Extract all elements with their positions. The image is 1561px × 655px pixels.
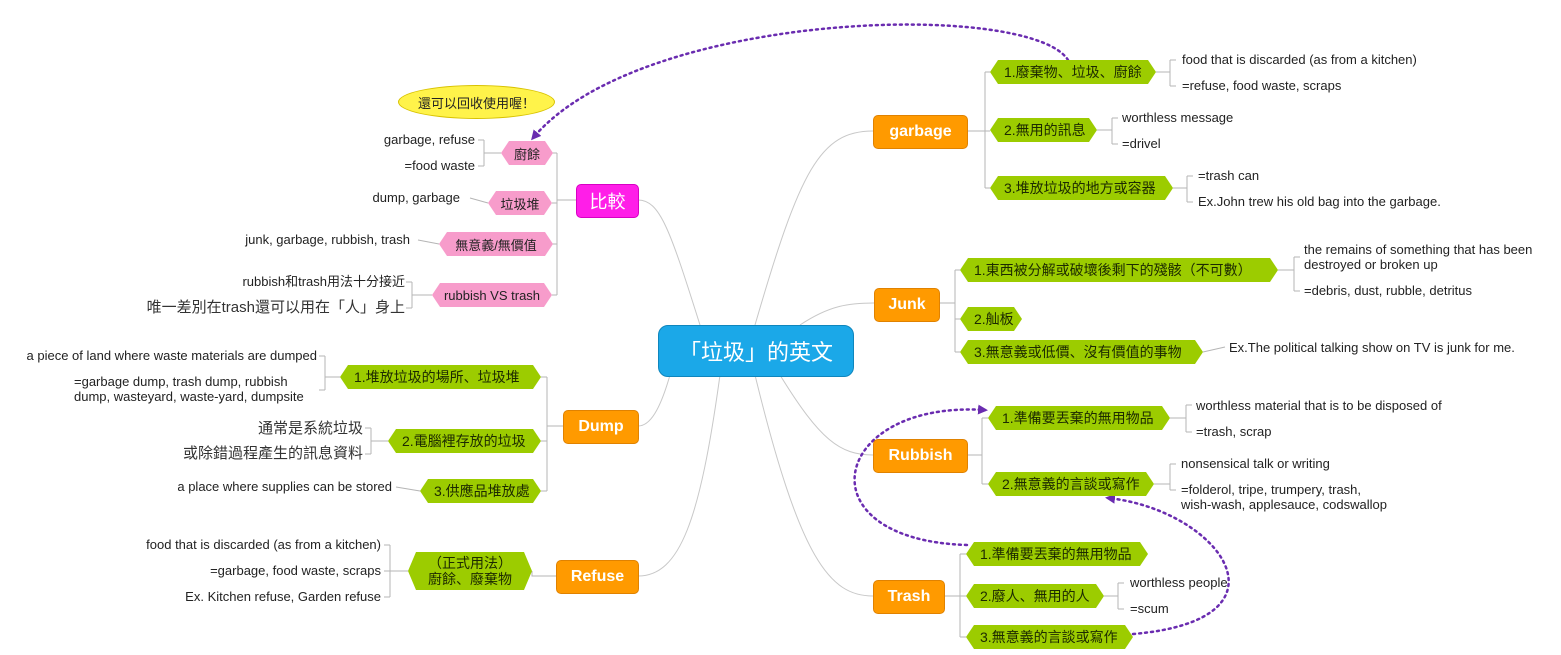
refuse-note: =garbage, food waste, scraps xyxy=(210,563,381,578)
trash-note: =scum xyxy=(1130,601,1169,616)
refuse-sub-line: 廚餘、廢棄物 xyxy=(428,571,512,587)
refuse-note: Ex. Kitchen refuse, Garden refuse xyxy=(185,589,381,604)
trash-sub-1[interactable]: 1.準備要丟棄的無用物品 xyxy=(966,542,1148,566)
rubbish-note: wish-wash, applesauce, codswallop xyxy=(1181,497,1387,512)
junk-note: =debris, dust, rubble, detritus xyxy=(1304,283,1473,298)
category-rubbish[interactable]: Rubbish xyxy=(873,439,968,473)
compare-note: dump, garbage xyxy=(372,190,460,205)
compare-topic[interactable]: 比較 xyxy=(576,184,639,218)
trash-note: worthless people xyxy=(1130,575,1228,590)
callout-bubble: 還可以回收使用喔！ xyxy=(398,85,555,119)
junk-note: destroyed or broken up xyxy=(1304,257,1438,272)
category-trash[interactable]: Trash xyxy=(873,580,945,614)
junk-note: the remains of something that has been xyxy=(1304,242,1533,257)
garbage-note: Ex.John trew his old bag into the garbag… xyxy=(1198,194,1441,209)
refuse-sub-1[interactable]: （正式用法） 廚餘、廢棄物 xyxy=(408,552,532,590)
rubbish-note: =trash, scrap xyxy=(1196,424,1272,439)
compare-note: rubbish和trash用法十分接近 xyxy=(242,274,405,289)
rubbish-note: nonsensical talk or writing xyxy=(1181,456,1330,471)
refuse-sub-line: （正式用法） xyxy=(428,555,512,571)
refuse-note: food that is discarded (as from a kitche… xyxy=(146,537,381,552)
garbage-note: worthless message xyxy=(1122,110,1234,125)
garbage-sub-3[interactable]: 3.堆放垃圾的地方或容器 xyxy=(990,176,1173,200)
rubbish-note: worthless material that is to be dispose… xyxy=(1196,398,1442,413)
compare-item-kitchen-waste[interactable]: 廚餘 xyxy=(501,141,553,165)
compare-note: =food waste xyxy=(404,158,475,173)
category-refuse[interactable]: Refuse xyxy=(556,560,639,594)
trash-sub-2[interactable]: 2.廢人、無用的人 xyxy=(966,584,1104,608)
junk-sub-3[interactable]: 3.無意義或低價、沒有價值的事物 xyxy=(960,340,1203,364)
compare-note: 唯一差別在trash還可以用在「人」身上 xyxy=(146,299,405,316)
category-garbage[interactable]: garbage xyxy=(873,115,968,149)
trash-sub-3[interactable]: 3.無意義的言談或寫作 xyxy=(966,625,1133,649)
junk-note: Ex.The political talking show on TV is j… xyxy=(1229,340,1515,355)
dump-note: =garbage dump, trash dump, rubbish xyxy=(74,374,288,389)
compare-item-dump[interactable]: 垃圾堆 xyxy=(488,191,552,215)
dump-note: dump, wasteyard, waste-yard, dumpsite xyxy=(74,389,304,404)
dump-note: a piece of land where waste materials ar… xyxy=(26,348,318,363)
compare-note: junk, garbage, rubbish, trash xyxy=(245,232,410,247)
garbage-sub-1[interactable]: 1.廢棄物、垃圾、廚餘 xyxy=(990,60,1156,84)
garbage-note: =drivel xyxy=(1122,136,1161,151)
garbage-note: =refuse, food waste, scraps xyxy=(1182,78,1342,93)
dump-sub-1[interactable]: 1.堆放垃圾的場所、垃圾堆 xyxy=(340,365,541,389)
dump-note: 或除錯過程產生的訊息資料 xyxy=(182,445,363,462)
dump-note: 通常是系統垃圾 xyxy=(257,420,363,437)
junk-sub-2[interactable]: 2.舢板 xyxy=(960,307,1022,331)
garbage-note: =trash can xyxy=(1198,168,1260,183)
junk-sub-1[interactable]: 1.東西被分解或破壞後剩下的殘骸（不可數） xyxy=(960,258,1278,282)
category-junk[interactable]: Junk xyxy=(874,288,940,322)
root-topic[interactable]: 「垃圾」的英文 xyxy=(658,325,854,377)
compare-item-worthless[interactable]: 無意義/無價值 xyxy=(439,232,553,256)
rubbish-sub-1[interactable]: 1.準備要丟棄的無用物品 xyxy=(988,406,1170,430)
rubbish-sub-2[interactable]: 2.無意義的言談或寫作 xyxy=(988,472,1154,496)
category-dump[interactable]: Dump xyxy=(563,410,639,444)
dump-sub-2[interactable]: 2.電腦裡存放的垃圾 xyxy=(388,429,541,453)
garbage-note: food that is discarded (as from a kitche… xyxy=(1182,52,1417,67)
compare-item-rubbish-vs-trash[interactable]: rubbish VS trash xyxy=(432,283,552,307)
dump-sub-3[interactable]: 3.供應品堆放處 xyxy=(420,479,541,503)
dump-note: a place where supplies can be stored xyxy=(177,479,392,494)
compare-note: garbage, refuse xyxy=(383,132,475,147)
rubbish-note: =folderol, tripe, trumpery, trash, xyxy=(1181,482,1362,497)
garbage-sub-2[interactable]: 2.無用的訊息 xyxy=(990,118,1097,142)
